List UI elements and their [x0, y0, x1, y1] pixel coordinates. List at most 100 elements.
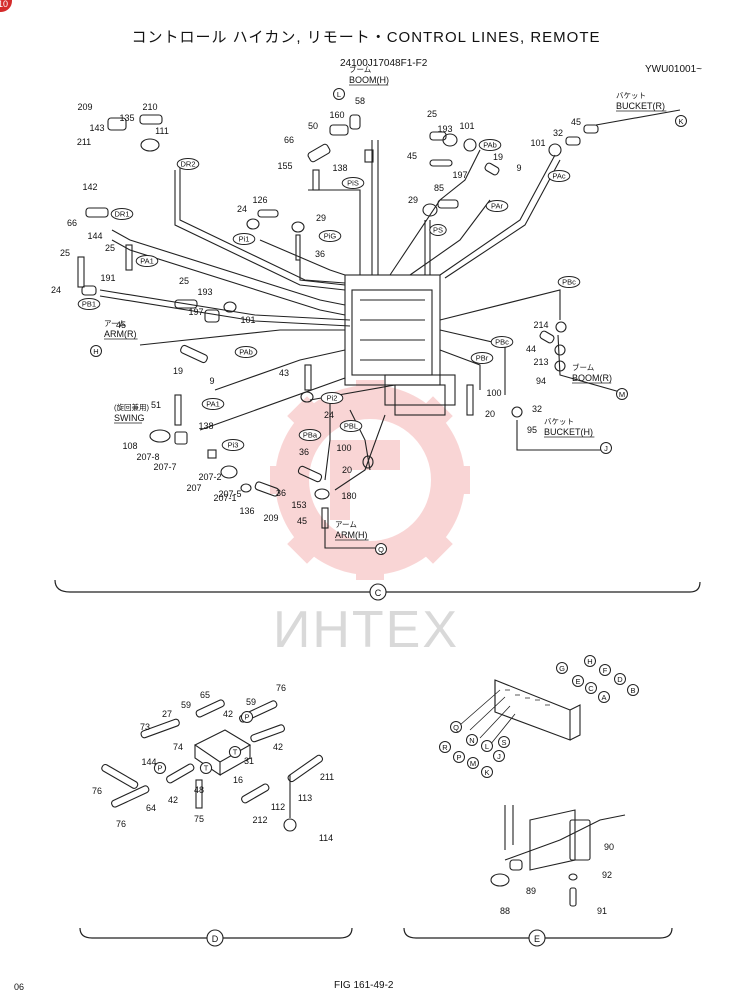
part-number: 31 — [244, 756, 254, 766]
connection-marker-outline — [616, 388, 628, 400]
part-number: 211 — [77, 137, 91, 147]
port-tag-outline — [318, 230, 342, 242]
part-number: 48 — [194, 785, 204, 795]
part-number: 108 — [122, 441, 137, 451]
part-number: 144 — [141, 757, 156, 767]
part-number: 64 — [146, 803, 156, 813]
part-number: 32 — [532, 404, 542, 414]
connection-marker: L — [337, 90, 341, 99]
connection-marker: Q — [453, 723, 459, 732]
part-number: 43 — [279, 368, 289, 378]
part-number: 94 — [536, 376, 546, 386]
connection-marker: K — [484, 768, 489, 777]
part-number: 85 — [434, 183, 444, 193]
port-tag-outline — [339, 420, 363, 432]
part-number: 9 — [209, 376, 214, 386]
part-number: 193 — [437, 124, 452, 134]
part-number: 75 — [194, 814, 204, 824]
part-number: 36 — [276, 488, 286, 498]
port-tag: PBr — [476, 354, 489, 363]
part-number: 207-1 — [213, 493, 236, 503]
part-number: 42 — [273, 742, 283, 752]
part-number: 66 — [284, 135, 294, 145]
connection-marker-outline — [450, 721, 462, 733]
watermark-gear-icon — [270, 380, 470, 580]
callout-label: ARM(H) — [335, 530, 368, 540]
part-number: 45 — [116, 320, 126, 330]
port-tag-outline — [201, 398, 225, 410]
connection-marker-outline — [453, 751, 465, 763]
part-number: 143 — [89, 123, 104, 133]
part-number: 113 — [298, 793, 312, 803]
connection-marker: P — [456, 753, 461, 762]
connection-marker-outline — [675, 115, 687, 127]
connection-marker: A — [601, 693, 606, 702]
callout-kana: アーム — [335, 520, 357, 529]
port-tag: Pi3 — [228, 441, 239, 450]
callout-label: BOOM(H) — [349, 75, 389, 85]
reference-code: 24100J17048F1-F2 — [340, 58, 428, 69]
figure-number: FIG 161-49-2 — [334, 980, 394, 991]
part-number: 51 — [151, 400, 161, 410]
part-number: 92 — [602, 870, 612, 880]
svg-text:C: C — [375, 588, 382, 598]
view-c-marker: C — [369, 583, 387, 601]
port-tag-outline — [176, 158, 200, 170]
callout-kana: (旋回兼用) — [114, 402, 149, 412]
part-number: 25 — [179, 276, 189, 286]
part-number: 209 — [263, 513, 278, 523]
part-number: 95 — [527, 425, 537, 435]
port-tag: PAb — [239, 348, 253, 357]
connection-marker-outline — [598, 691, 610, 703]
connection-marker-outline — [467, 757, 479, 769]
port-tag: PAr — [491, 202, 503, 211]
port-tag-outline — [341, 177, 365, 189]
part-number: 32 — [553, 128, 563, 138]
part-number: 45 — [407, 151, 417, 161]
part-number: 100 — [486, 388, 501, 398]
part-number: 207-8 — [136, 452, 159, 462]
port-tag-outline — [234, 346, 258, 358]
part-number: 207 — [186, 483, 201, 493]
part-number: 197 — [452, 170, 467, 180]
part-number: 76 — [92, 786, 102, 796]
part-number: 210 — [142, 102, 157, 112]
port-tag-outline — [547, 170, 571, 182]
callout-kana: ブーム — [349, 64, 371, 74]
connection-marker: J — [497, 752, 501, 761]
port-tag: PBc — [562, 278, 576, 287]
connection-marker-outline — [493, 750, 505, 762]
callout-label: BOOM(R) — [572, 373, 612, 383]
watermark-text: ИНТЕХ — [272, 601, 460, 659]
part-number: 207-7 — [153, 462, 176, 472]
part-number: 211 — [320, 772, 334, 782]
part-number: 88 — [500, 906, 510, 916]
connection-marker-outline — [572, 675, 584, 687]
port-tag: PiG — [324, 232, 337, 241]
connection-marker: B — [630, 686, 635, 695]
port-tag: P — [244, 713, 249, 722]
part-number: 65 — [200, 690, 210, 700]
connection-marker-outline — [90, 345, 102, 357]
view-e-assembly — [459, 679, 626, 907]
part-number: 193 — [197, 287, 212, 297]
view-c-callouts: ブームBOOM(H)バケットBUCKET(R)アームARM(R)ブームBOOM(… — [104, 64, 667, 541]
port-tag: PB1 — [82, 300, 96, 309]
connection-marker: G — [559, 664, 565, 673]
part-number: 50 — [308, 121, 318, 131]
port-tag-outline — [557, 276, 581, 288]
view-d-marker: D — [206, 929, 224, 947]
part-number: 212 — [252, 815, 267, 825]
part-number: 138 — [198, 421, 213, 431]
part-number: 197 — [188, 307, 203, 317]
connection-marker-outline — [556, 662, 568, 674]
connection-marker-outline — [600, 442, 612, 454]
part-number: 207-5 — [218, 489, 241, 499]
connection-marker-outline — [599, 664, 611, 676]
connection-marker-outline — [585, 682, 597, 694]
port-tag: Pi1 — [239, 235, 250, 244]
